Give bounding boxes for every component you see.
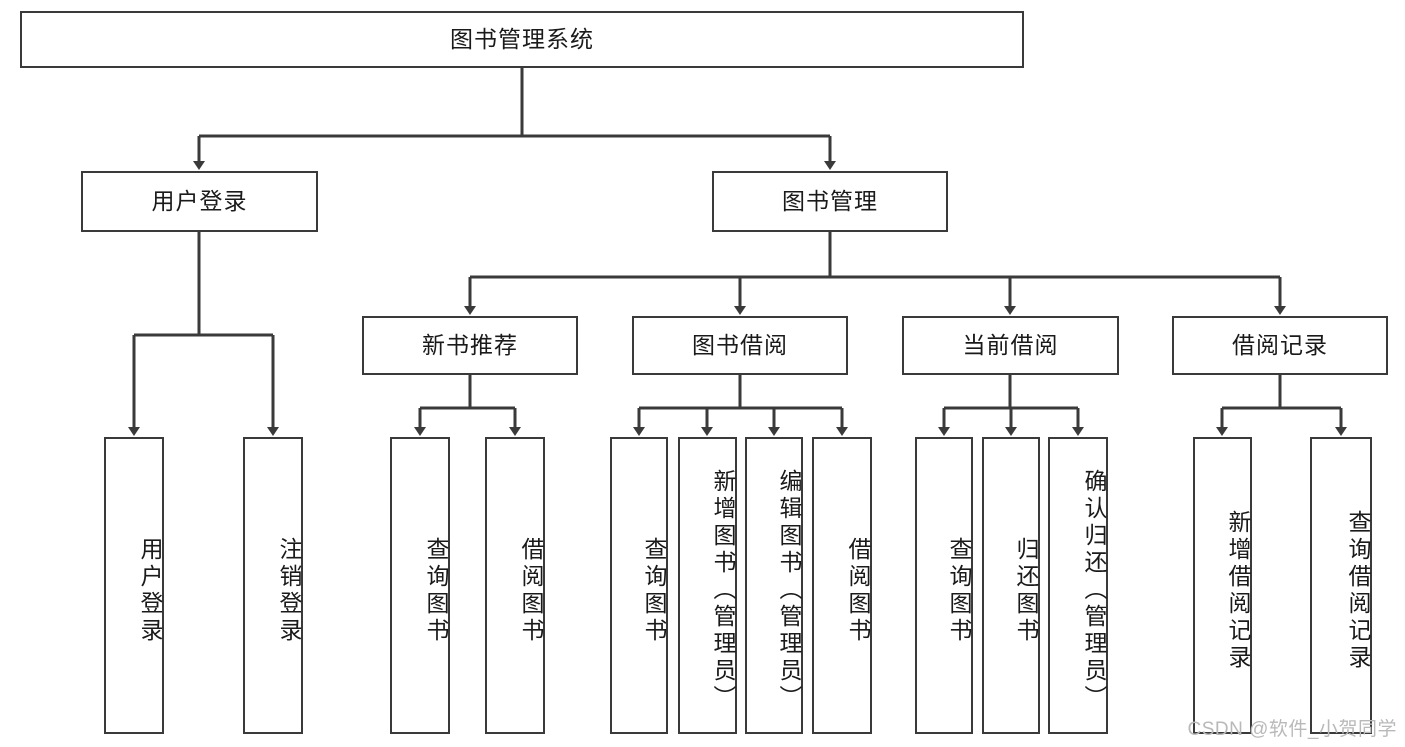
- csdn-watermark: CSDN @软件_小贺同学: [1187, 719, 1397, 740]
- leaf-query-book-recommend-label: 查询图书: [423, 536, 449, 645]
- leaf-return-book[interactable]: 归还图书: [982, 437, 1040, 734]
- leaf-query-book-borrow[interactable]: 查询图书: [610, 437, 668, 734]
- node-borrow-record[interactable]: 借阅记录: [1172, 316, 1388, 375]
- leaf-add-borrow-record-label: 新增借阅记录: [1225, 509, 1251, 672]
- node-book-borrow[interactable]: 图书借阅: [632, 316, 848, 375]
- leaf-add-borrow-record[interactable]: 新增借阅记录: [1193, 437, 1252, 734]
- node-book-management-label: 图书管理: [782, 187, 878, 214]
- node-book-borrow-label: 图书借阅: [692, 331, 788, 358]
- leaf-query-borrow-record[interactable]: 查询借阅记录: [1310, 437, 1372, 734]
- node-current-borrow[interactable]: 当前借阅: [902, 316, 1119, 375]
- leaf-query-book-recommend[interactable]: 查询图书: [390, 437, 450, 734]
- leaf-query-book-current[interactable]: 查询图书: [915, 437, 973, 734]
- node-root[interactable]: 图书管理系统: [20, 11, 1024, 68]
- node-new-book-recommend-label: 新书推荐: [422, 331, 518, 358]
- leaf-return-book-label: 归还图书: [1013, 536, 1039, 645]
- leaf-edit-book-admin-label: 编辑图书（管理员）: [776, 469, 802, 712]
- node-new-book-recommend[interactable]: 新书推荐: [362, 316, 578, 375]
- node-borrow-record-label: 借阅记录: [1232, 331, 1328, 358]
- node-root-label: 图书管理系统: [450, 25, 594, 52]
- leaf-user-login-label: 用户登录: [137, 536, 163, 645]
- node-user-login-label: 用户登录: [151, 187, 248, 214]
- node-book-management[interactable]: 图书管理: [712, 171, 948, 232]
- leaf-confirm-return-admin[interactable]: 确认归还（管理员）: [1048, 437, 1108, 734]
- leaf-borrow-book-recommend-label: 借阅图书: [518, 536, 544, 645]
- leaf-edit-book-admin[interactable]: 编辑图书（管理员）: [745, 437, 803, 734]
- leaf-query-book-borrow-label: 查询图书: [641, 536, 667, 645]
- leaf-add-book-admin-label: 新增图书（管理员）: [710, 469, 736, 712]
- leaf-logout[interactable]: 注销登录: [243, 437, 303, 734]
- leaf-borrow-book[interactable]: 借阅图书: [812, 437, 872, 734]
- leaf-borrow-book-recommend[interactable]: 借阅图书: [485, 437, 545, 734]
- leaf-logout-label: 注销登录: [276, 536, 302, 645]
- leaf-confirm-return-admin-label: 确认归还（管理员）: [1081, 469, 1107, 712]
- node-user-login[interactable]: 用户登录: [81, 171, 318, 232]
- leaf-borrow-book-label: 借阅图书: [845, 536, 871, 645]
- leaf-query-borrow-record-label: 查询借阅记录: [1345, 509, 1371, 672]
- leaf-user-login[interactable]: 用户登录: [104, 437, 164, 734]
- node-current-borrow-label: 当前借阅: [962, 331, 1059, 358]
- leaf-query-book-current-label: 查询图书: [946, 536, 972, 645]
- leaf-add-book-admin[interactable]: 新增图书（管理员）: [678, 437, 737, 734]
